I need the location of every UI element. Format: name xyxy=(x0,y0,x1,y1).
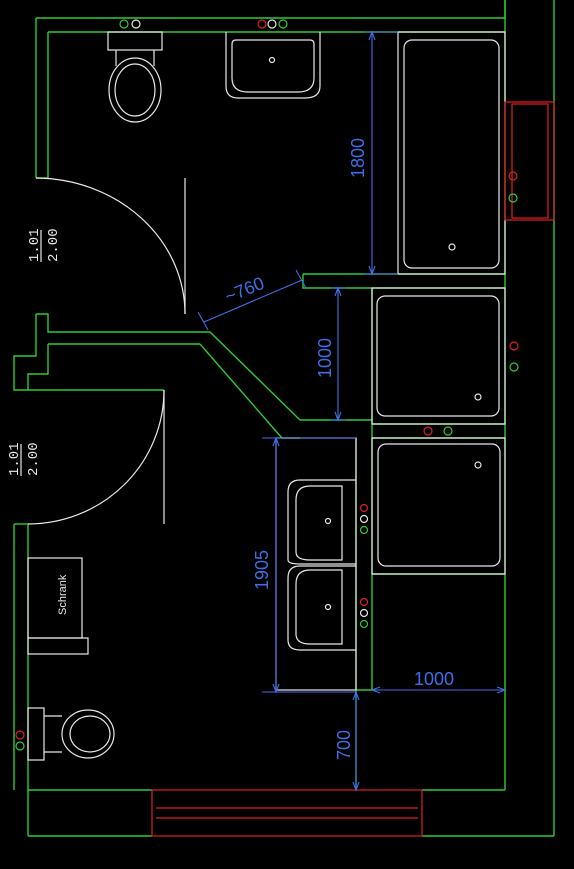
door-upper-label-bottom: 2.00 xyxy=(46,228,62,262)
valves xyxy=(15,19,519,751)
dim-door-clearance xyxy=(197,269,307,331)
dim-shower-upper xyxy=(330,286,346,422)
door-upper xyxy=(35,177,186,315)
radiator-bottom xyxy=(151,789,423,837)
door-lower-label-top: 1.01 xyxy=(7,442,23,476)
dim-label-shower-upper: 1000 xyxy=(315,338,335,378)
radiator-right xyxy=(504,101,555,221)
dim-label-toilet: 700 xyxy=(334,730,354,760)
bathtub xyxy=(397,31,506,275)
door-lower xyxy=(27,389,165,525)
shower-lower xyxy=(371,437,506,575)
dim-label-door-clearance: ~760 xyxy=(222,273,267,307)
washbasin-upper xyxy=(225,32,321,99)
dim-vanity xyxy=(262,436,356,694)
shower-upper xyxy=(371,287,506,425)
cabinet: Schrank xyxy=(27,557,89,655)
dim-label-bath: 1800 xyxy=(348,138,368,178)
door-upper-label-top: 1.01 xyxy=(27,228,43,262)
door-lower-label-bottom: 2.00 xyxy=(26,442,42,476)
dim-toilet xyxy=(352,690,360,792)
dim-bath xyxy=(364,30,398,276)
toilet-upper xyxy=(107,31,163,123)
cabinet-label: Schrank xyxy=(57,574,69,615)
toilet-lower xyxy=(27,707,115,761)
dim-label-shower-lower: 1000 xyxy=(414,669,454,689)
vanity xyxy=(275,437,357,691)
dim-shower-lower xyxy=(370,686,507,694)
dim-label-vanity: 1905 xyxy=(252,550,272,590)
